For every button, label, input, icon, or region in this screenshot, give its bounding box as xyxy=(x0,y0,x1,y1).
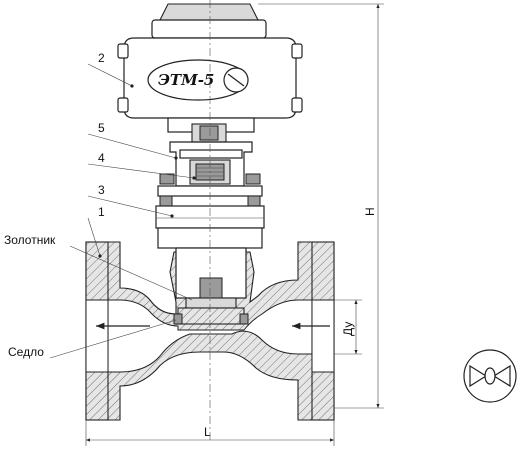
bolt-nut-left xyxy=(159,173,175,185)
plug-head xyxy=(185,297,237,309)
callout-2: 2 xyxy=(98,51,105,65)
plan-view-symbol xyxy=(463,349,517,403)
handwheel-mark xyxy=(227,73,245,87)
stem-nut xyxy=(199,125,219,141)
actuator-upper-housing xyxy=(151,19,267,39)
yoke-assembly xyxy=(157,123,263,207)
label-seat: Седло xyxy=(8,345,44,359)
valve-seat xyxy=(177,307,245,325)
actuator-top-cap xyxy=(159,3,259,21)
callout-1: 1 xyxy=(98,205,105,219)
actuator: ЭТМ-5 xyxy=(117,3,303,133)
actuator-ear-right-bottom xyxy=(291,97,303,113)
label-plug: Золотник xyxy=(4,233,56,247)
dimension-height-label: H xyxy=(363,207,377,216)
dimension-dn-label: Ду xyxy=(341,322,355,336)
actuator-brand: ЭТМ-5 xyxy=(158,71,214,89)
actuator-ear-right-top xyxy=(291,43,303,59)
bolt-nut-lower-left xyxy=(159,195,173,207)
callout-3: 3 xyxy=(98,183,105,197)
bolt-nut-lower-right xyxy=(247,195,261,207)
dimension-length-label: L xyxy=(204,425,211,439)
dimensions: L H Ду xyxy=(85,3,384,446)
bonnet xyxy=(155,205,265,249)
actuator-ear-left-bottom xyxy=(117,97,129,113)
callout-4: 4 xyxy=(98,151,105,165)
callouts: 2 5 4 3 1 Золотник Седло xyxy=(4,51,196,359)
bracket-plate xyxy=(179,149,243,159)
actuator-ear-left-top xyxy=(117,43,129,59)
callout-5: 5 xyxy=(98,121,105,135)
bolt-nut-right xyxy=(245,173,261,185)
